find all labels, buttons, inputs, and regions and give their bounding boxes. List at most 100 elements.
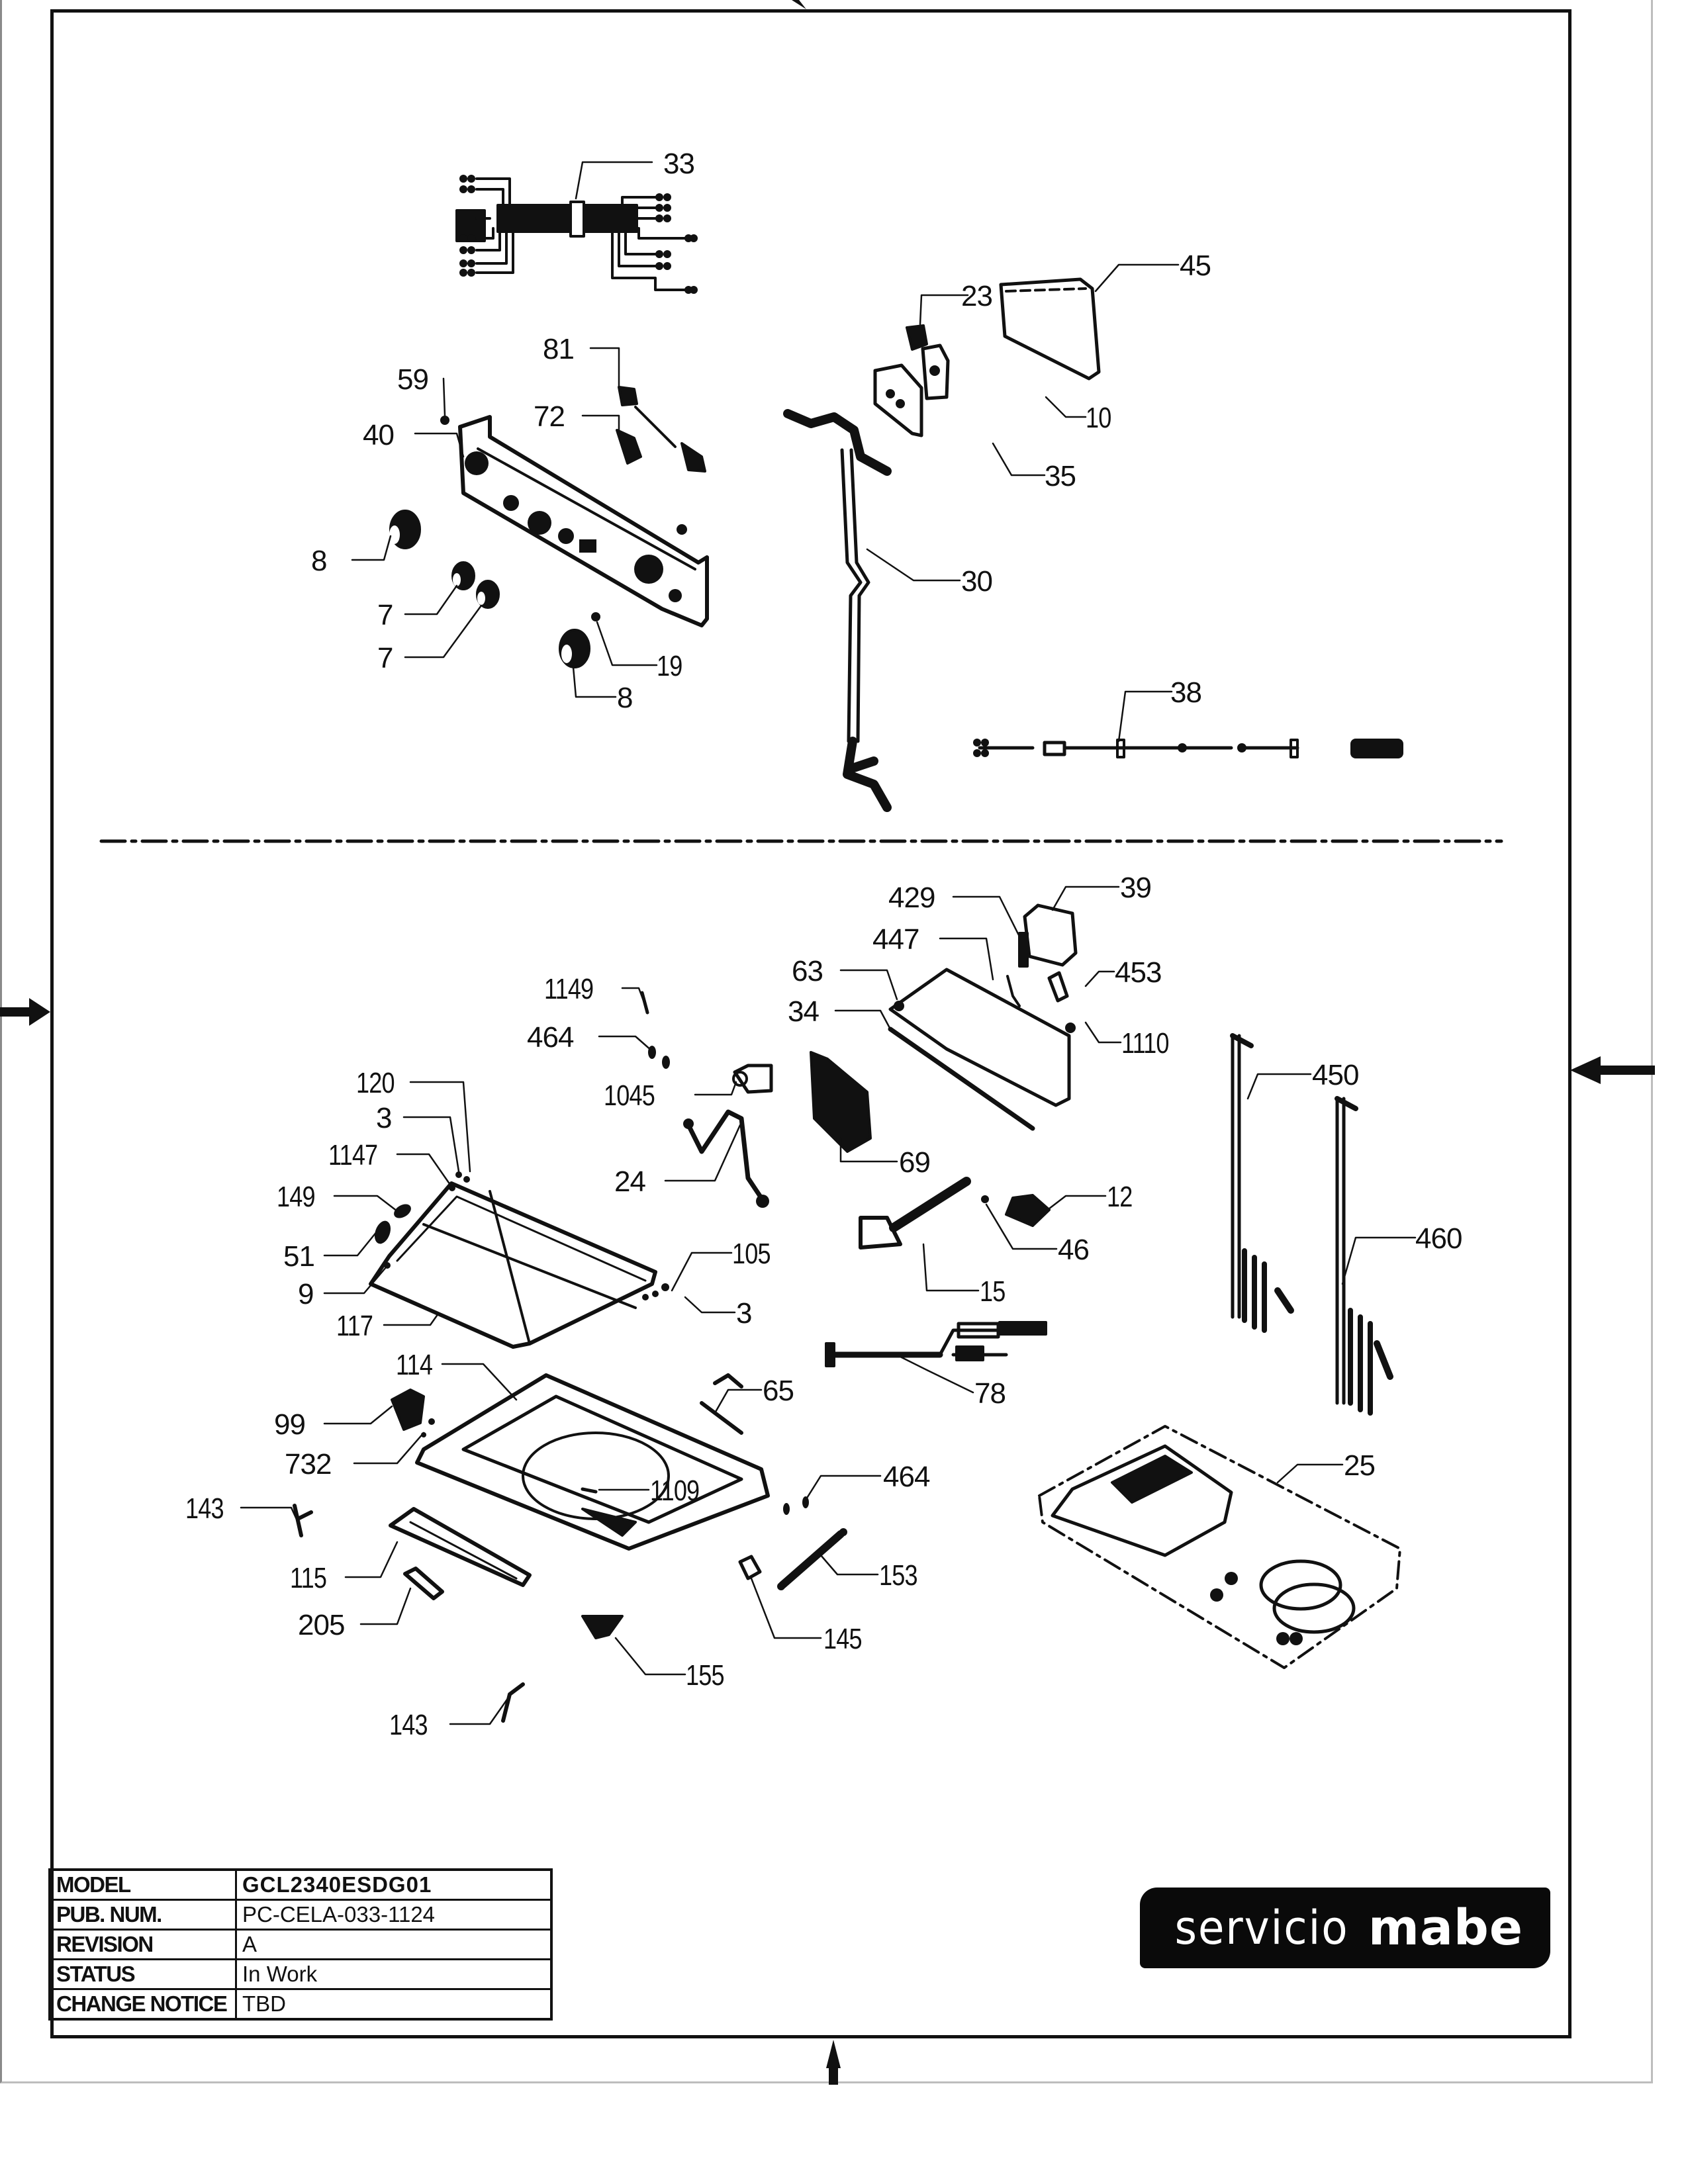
publication-number: PC-CELA-033-1124: [235, 1899, 553, 1931]
callout-15: 15: [980, 1275, 1006, 1308]
callout-429: 429: [888, 882, 935, 914]
callout-45: 45: [1180, 250, 1211, 282]
handle-51-icon: [374, 1220, 391, 1244]
callout-8: 8: [311, 545, 328, 577]
screw-59-icon: [440, 416, 449, 425]
callout-46: 46: [1058, 1234, 1090, 1266]
title-row-pub-num: PUB. NUM.PC-CELA-033-1124: [48, 1899, 553, 1931]
top-cover-114-icon: [415, 1373, 770, 1551]
screw-464a-icon: [648, 1046, 670, 1069]
wire-harness-38-icon: [973, 739, 1403, 758]
panel-cover-45-icon: [999, 277, 1101, 381]
callout-143: 143: [389, 1709, 428, 1741]
knob-8b-icon: [559, 629, 590, 668]
revision-value: A: [235, 1929, 553, 1960]
top-center-arrow-icon: [792, 0, 806, 9]
callout-7: 7: [377, 599, 394, 631]
callout-120: 120: [356, 1067, 395, 1099]
leader-lines: [240, 161, 1417, 1725]
bracket-35-icon: [873, 363, 923, 437]
left-center-arrow-icon: [0, 998, 50, 1026]
connector-23-icon: [906, 324, 928, 351]
drawing-border: [50, 9, 1571, 2038]
callout-65: 65: [763, 1375, 794, 1407]
pad-205-icon: [403, 1567, 444, 1600]
spring-429-icon: [1018, 932, 1029, 968]
damper-153-icon: [777, 1528, 847, 1590]
callout-205: 205: [298, 1609, 345, 1641]
callout-3: 3: [736, 1297, 753, 1330]
status-value: In Work: [235, 1958, 553, 1990]
brand-logo: servicio mabe: [1140, 1888, 1550, 1968]
latch-1045-icon: [732, 1064, 773, 1094]
callout-24: 24: [614, 1165, 646, 1198]
callout-447: 447: [872, 923, 919, 956]
screw-1109-icon: [581, 1487, 598, 1494]
callout-7: 7: [377, 642, 394, 674]
logo-text-mabe: mabe: [1368, 1899, 1524, 1956]
knob-7a-icon: [451, 561, 475, 590]
right-center-arrow-icon: [1570, 1056, 1655, 1084]
callout-114: 114: [396, 1349, 433, 1381]
valve-99-icon: [391, 1388, 425, 1431]
knob-8a-icon: [389, 510, 421, 549]
callout-25: 25: [1344, 1449, 1376, 1482]
callout-10: 10: [1086, 402, 1111, 434]
lid-117-icon: [369, 1181, 657, 1349]
callout-81: 81: [543, 333, 575, 365]
callout-153: 153: [879, 1559, 918, 1592]
callout-143: 143: [185, 1492, 224, 1525]
callout-34: 34: [788, 995, 820, 1028]
bumper-149-icon: [394, 1204, 411, 1218]
callout-115: 115: [290, 1562, 327, 1594]
heater-element-450-icon: [1230, 1033, 1294, 1333]
callout-1147: 1147: [328, 1139, 378, 1171]
title-key: MODEL: [48, 1868, 237, 1901]
callout-30: 30: [961, 565, 993, 598]
kit-box-25-icon: [1038, 1425, 1401, 1669]
callout-38: 38: [1170, 676, 1202, 709]
clip-1110-icon: [1065, 1023, 1076, 1033]
switch-81-icon: [618, 386, 706, 473]
hose-30-icon: [783, 409, 892, 812]
circuit-board-69-icon: [810, 1051, 872, 1153]
callout-732: 732: [285, 1448, 332, 1480]
callout-460: 460: [1415, 1222, 1462, 1255]
callout-464: 464: [883, 1461, 930, 1493]
callout-149: 149: [277, 1181, 316, 1213]
drawing-sheet: [0, 0, 1653, 2083]
wire-harness-24-icon: [683, 1109, 769, 1208]
callout-8: 8: [617, 682, 633, 714]
callout-72: 72: [534, 400, 565, 433]
hose-channel-115-icon: [389, 1507, 532, 1587]
callout-33: 33: [663, 148, 695, 180]
title-key: STATUS: [48, 1958, 237, 1990]
title-key: PUB. NUM.: [48, 1899, 237, 1931]
callout-23: 23: [961, 280, 993, 312]
callout-1109: 1109: [650, 1475, 700, 1507]
screw-46-icon: [981, 1195, 989, 1203]
switch-72-icon: [616, 429, 642, 465]
callout-464: 464: [527, 1021, 574, 1054]
callout-69: 69: [899, 1146, 931, 1179]
screw-group-3a-icon: [449, 1171, 470, 1191]
clip-145-icon: [738, 1555, 762, 1580]
housing-34-icon: [888, 968, 1071, 1131]
callout-39: 39: [1120, 872, 1152, 904]
callout-59: 59: [397, 363, 429, 396]
knob-7b-icon: [476, 580, 500, 609]
hinge-105-icon: [642, 1283, 669, 1300]
callout-9: 9: [298, 1278, 314, 1310]
callout-453: 453: [1115, 956, 1162, 989]
callout-35: 35: [1045, 460, 1076, 492]
bumper-155-icon: [581, 1615, 624, 1639]
callout-78: 78: [974, 1377, 1006, 1410]
callout-145: 145: [823, 1623, 863, 1655]
bracket-453-icon: [1047, 971, 1069, 1003]
callout-99: 99: [274, 1408, 306, 1441]
